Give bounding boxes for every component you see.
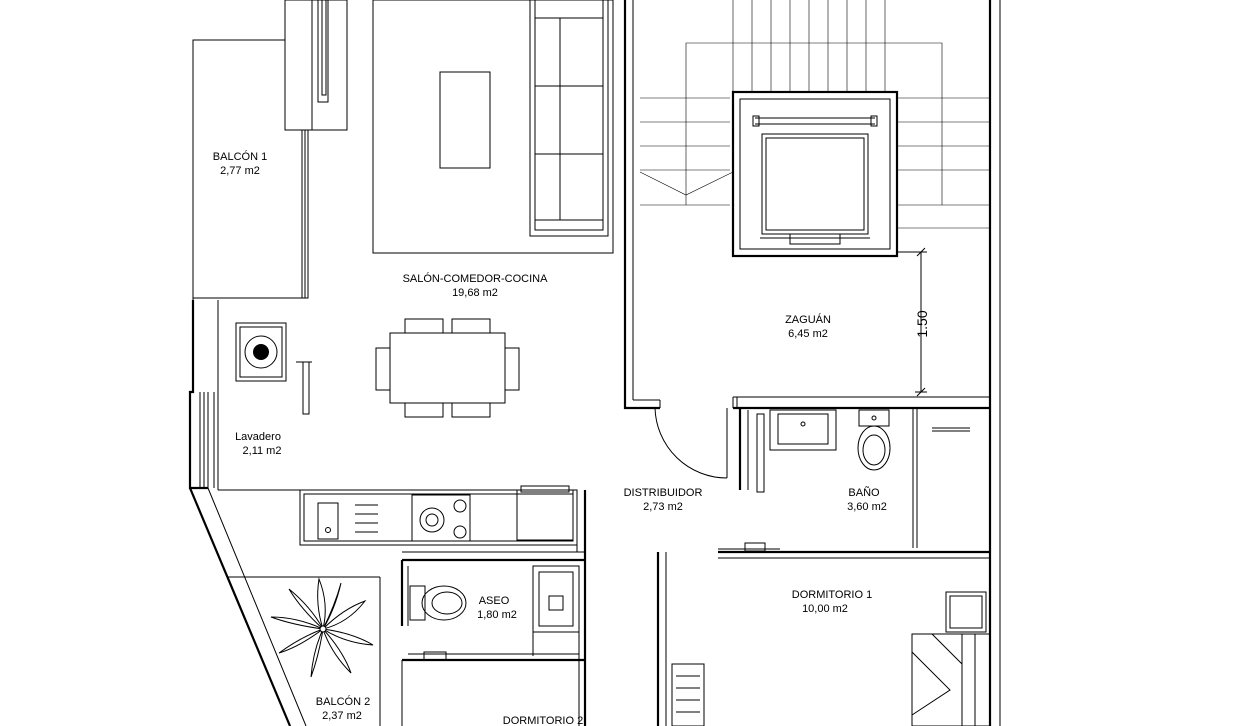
entrance-door bbox=[654, 400, 728, 479]
kitchen-counter bbox=[299, 485, 578, 546]
bedroom-1-furniture bbox=[671, 591, 991, 726]
dimension-line bbox=[897, 247, 927, 397]
shower-tray bbox=[532, 565, 580, 633]
fridge bbox=[516, 489, 574, 541]
room-name-balcon-2: BALCÓN 2 bbox=[316, 695, 370, 708]
laundry-door bbox=[302, 361, 310, 415]
room-labels: BALCÓN 1 2,77 m2 SALÓN-COMEDOR-COCINA 19… bbox=[213, 150, 930, 726]
tv-unit bbox=[284, 0, 348, 131]
dining-set bbox=[375, 318, 520, 418]
room-name-lavadero: Lavadero bbox=[235, 431, 281, 443]
toilet-icon bbox=[857, 409, 891, 471]
room-name-bano: BAÑO bbox=[848, 486, 880, 499]
bathroom-fixtures bbox=[718, 409, 970, 552]
room-name-balcon-1: BALCÓN 1 bbox=[213, 150, 267, 163]
sofa bbox=[529, 0, 609, 237]
room-name-dormitorio-1: DORMITORIO 1 bbox=[792, 589, 872, 601]
room-area-balcon-2: 2,37 m2 bbox=[322, 710, 362, 722]
bed bbox=[911, 633, 991, 726]
room-area-bano: 3,60 m2 bbox=[847, 501, 887, 513]
room-area-aseo: 1,80 m2 bbox=[477, 609, 517, 621]
toilet-room-fixtures bbox=[409, 565, 580, 661]
laundry-fixtures bbox=[199, 322, 312, 488]
room-name-salon: SALÓN-COMEDOR-COCINA bbox=[403, 272, 549, 285]
room-name-aseo: ASEO bbox=[479, 595, 510, 607]
room-area-zaguan: 6,45 m2 bbox=[788, 328, 828, 340]
dining-table bbox=[389, 332, 506, 404]
coffee-table bbox=[439, 71, 491, 169]
room-name-dormitorio-2: DORMITORIO 2 bbox=[503, 715, 583, 726]
washbasin bbox=[769, 409, 837, 451]
room-area-salon: 19,68 m2 bbox=[452, 287, 498, 299]
balcony-1-door bbox=[301, 129, 309, 299]
room-name-distribuidor: DISTRIBUIDOR bbox=[624, 487, 703, 499]
room-area-balcon-1: 2,77 m2 bbox=[220, 165, 260, 177]
room-area-dormitorio-1: 10,00 m2 bbox=[802, 603, 848, 615]
drum-icon bbox=[253, 344, 269, 360]
cooktop-icon bbox=[411, 494, 471, 542]
chair bbox=[404, 318, 444, 334]
stairwell bbox=[639, 0, 990, 229]
chair bbox=[504, 347, 520, 391]
chair bbox=[375, 347, 391, 391]
rug bbox=[372, 0, 614, 254]
chair bbox=[451, 402, 491, 418]
wardrobe bbox=[671, 663, 705, 726]
sink-icon bbox=[317, 502, 378, 540]
chair bbox=[404, 402, 444, 418]
living-area-furniture bbox=[284, 0, 614, 418]
room-area-distribuidor: 2,73 m2 bbox=[643, 501, 683, 513]
washing-machine bbox=[235, 322, 287, 382]
dimension-label: 1.50 bbox=[914, 310, 930, 337]
nightstand bbox=[945, 591, 987, 633]
elevator bbox=[731, 90, 899, 258]
plant-icon bbox=[270, 577, 374, 678]
bathroom-door bbox=[756, 413, 765, 493]
chair bbox=[451, 318, 491, 334]
room-area-lavadero: 2,11 m2 bbox=[243, 445, 282, 457]
walls bbox=[188, 0, 1001, 726]
room-name-zaguan: ZAGUÁN bbox=[785, 313, 831, 326]
toilet-icon bbox=[409, 585, 467, 621]
